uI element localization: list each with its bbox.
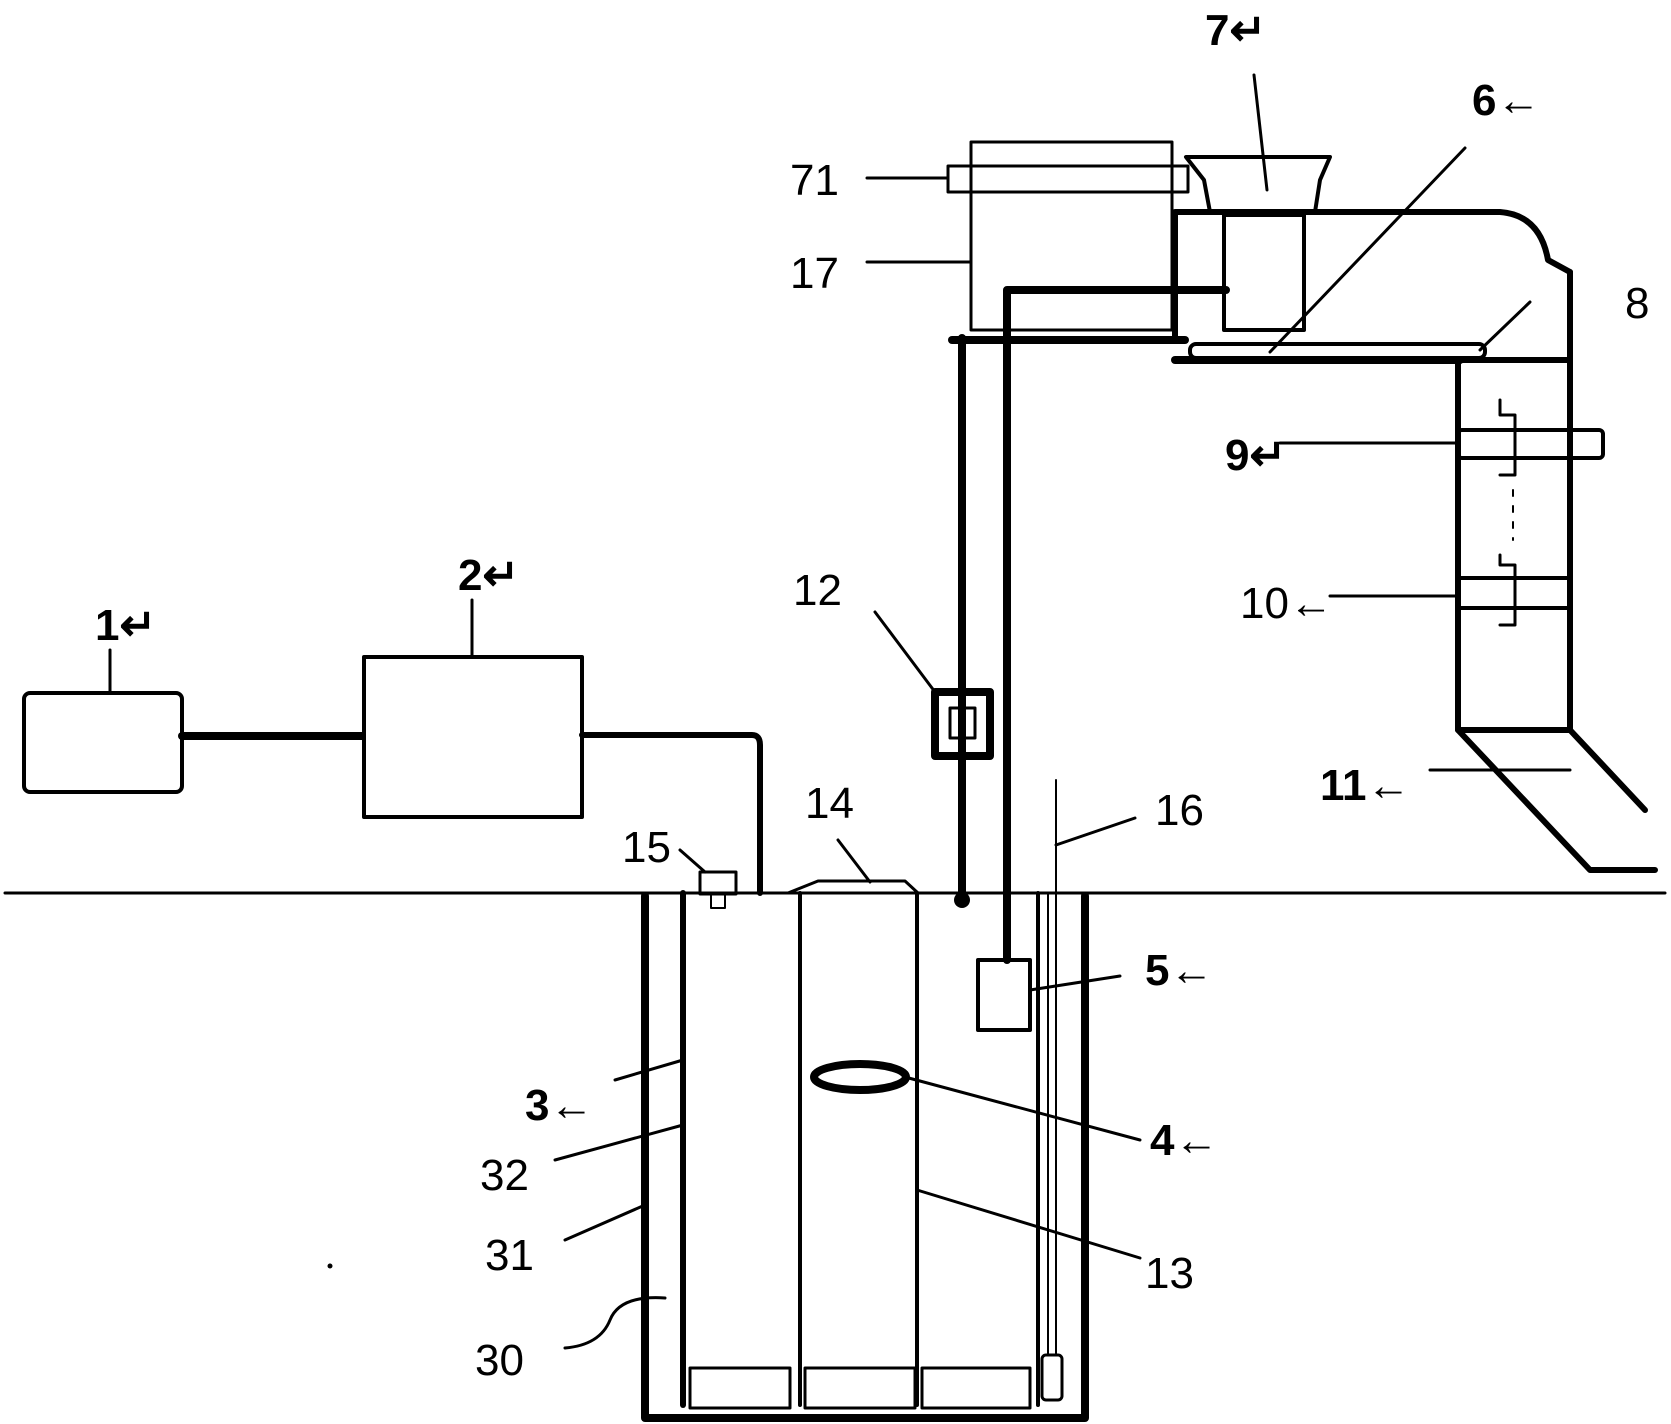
- supply-pipe: [1003, 286, 1230, 964]
- pump-5-box: [976, 958, 1032, 1032]
- cover-14: [786, 879, 920, 895]
- leader-14: [836, 838, 872, 884]
- rod-71: [946, 164, 1190, 194]
- stray-dot: [327, 1263, 333, 1269]
- label-9: 9↵: [1225, 431, 1286, 480]
- leader-6: [1268, 146, 1467, 354]
- label-17: 17: [790, 249, 839, 298]
- leader-16: [1054, 816, 1137, 847]
- item-15-box: [698, 870, 738, 896]
- label-7: 7↵: [1205, 6, 1266, 55]
- tank-bottom-block-2: [803, 1366, 917, 1410]
- label-4: 4←: [1150, 1116, 1218, 1165]
- valve-12-box: [931, 688, 994, 760]
- label-31: 31: [485, 1231, 534, 1280]
- component-1-box: [22, 691, 184, 794]
- box-17: [969, 140, 1174, 332]
- leader-31: [563, 1203, 647, 1242]
- sensor-probe: [1040, 1353, 1064, 1402]
- outlet-11-right: [1567, 727, 1648, 813]
- outlet-11-left: [1455, 727, 1658, 873]
- label-12: 12: [793, 566, 842, 615]
- label-10: 10←: [1240, 579, 1333, 628]
- label-15: 15: [622, 823, 671, 872]
- pipe-2-to-tank: [579, 732, 763, 896]
- hopper-7: [1184, 155, 1332, 214]
- label-30: 30: [475, 1336, 524, 1385]
- leader-13: [915, 1188, 1142, 1260]
- label-2: 2↵: [458, 551, 519, 600]
- top-frame: [1172, 209, 1573, 343]
- leader-15: [678, 848, 707, 874]
- label-71: 71: [790, 156, 839, 205]
- float-4: [810, 1060, 910, 1094]
- label-5: 5←: [1145, 946, 1213, 995]
- label-3: 3←: [525, 1081, 593, 1130]
- valve-12-window: [948, 706, 977, 740]
- leader-3: [613, 1058, 685, 1082]
- valve-10-handle: [1498, 553, 1517, 627]
- item-15-stem: [710, 893, 726, 909]
- label-1: 1↵: [95, 601, 156, 650]
- tank-bottom-block-3: [920, 1366, 1032, 1410]
- leader-8: [1478, 300, 1532, 352]
- label-13: 13: [1145, 1249, 1194, 1298]
- valve-9: [1456, 428, 1605, 460]
- pipe-joint: [954, 892, 970, 908]
- channel-6: [1188, 342, 1487, 360]
- label-16: 16: [1155, 786, 1204, 835]
- leader-32: [553, 1123, 685, 1162]
- label-11: 11←: [1320, 761, 1411, 810]
- tank-outer-wall: [641, 892, 1089, 1422]
- component-2-box: [362, 655, 584, 819]
- label-14: 14: [805, 779, 854, 828]
- tank-bottom-block-1: [688, 1366, 792, 1410]
- label-8: 8: [1625, 279, 1649, 328]
- label-32: 32: [480, 1151, 529, 1200]
- leader-12: [873, 610, 937, 694]
- leader-7: [1252, 73, 1269, 192]
- label-6: 6←: [1472, 76, 1540, 125]
- leader-30: [563, 1296, 667, 1350]
- valve-9-handle: [1498, 398, 1517, 477]
- leader-4: [903, 1075, 1142, 1142]
- hopper-7-neck: [1222, 213, 1306, 332]
- leader-5: [1028, 974, 1122, 992]
